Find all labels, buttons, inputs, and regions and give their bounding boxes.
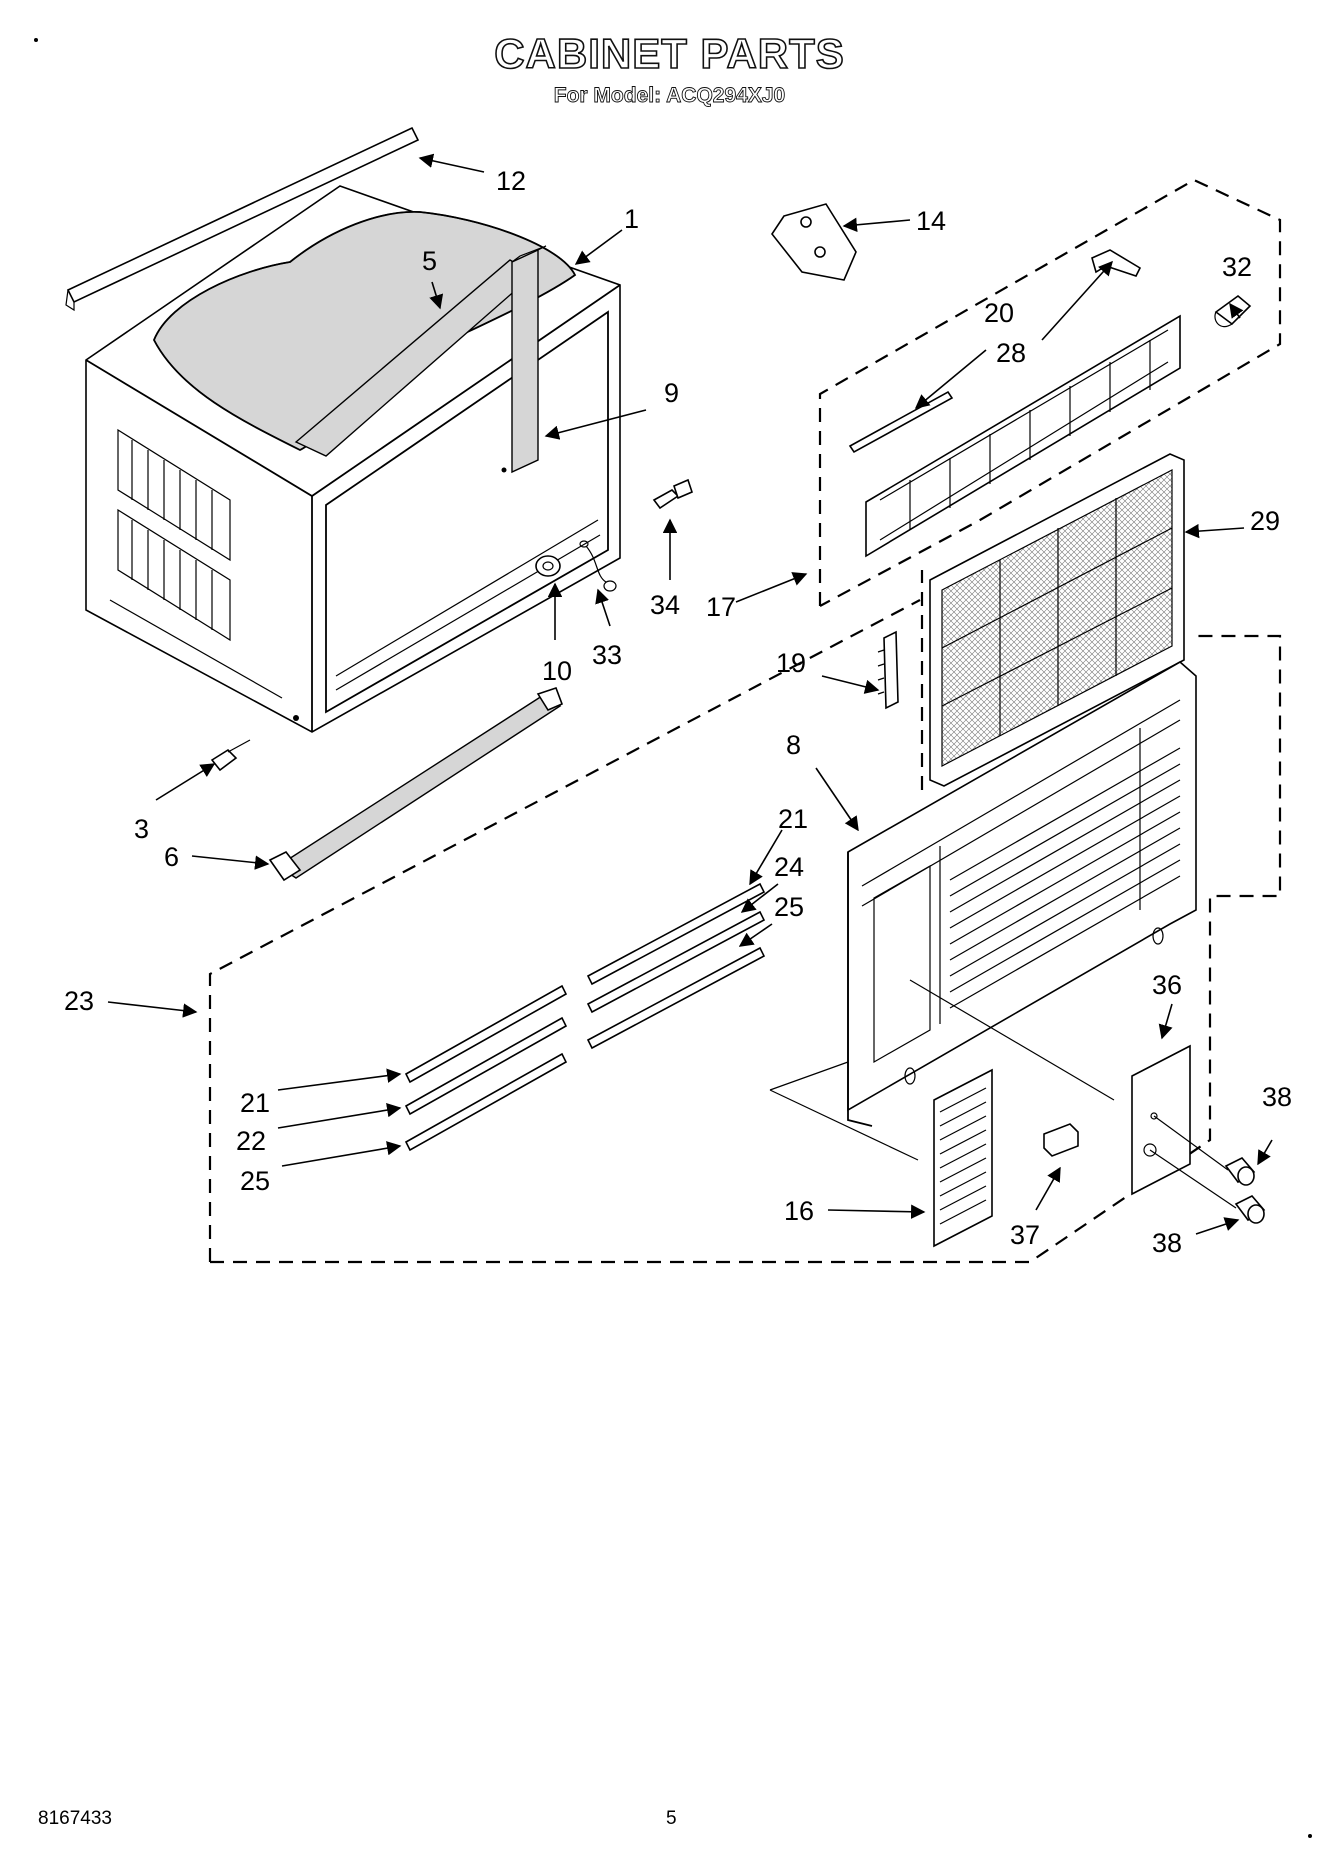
part-34-screw <box>652 478 693 510</box>
part-25-strip-upper <box>586 946 766 1050</box>
callout-21-upper: 21 <box>778 804 808 834</box>
part-16-side-louver <box>933 1068 993 1248</box>
callout-25-upper: 25 <box>774 892 804 922</box>
callout-17: 17 <box>706 592 736 622</box>
callout-23: 23 <box>64 986 94 1016</box>
part-19-hinge <box>877 630 899 710</box>
callout-19: 19 <box>776 648 806 678</box>
corner-mark <box>34 38 38 42</box>
callout-9: 9 <box>664 378 679 408</box>
callout-24: 24 <box>774 852 804 882</box>
page-title: CABINET PARTS <box>493 29 845 78</box>
part-28-bracket <box>1091 249 1142 277</box>
part-14-clip <box>771 203 857 281</box>
part-6-bracket <box>268 686 564 882</box>
callout-32: 32 <box>1222 252 1252 282</box>
part-3-screw <box>210 739 251 772</box>
part-24-strip <box>586 910 766 1014</box>
callout-28: 28 <box>996 338 1026 368</box>
part-9-foam-block <box>511 245 547 474</box>
callout-38-lower: 38 <box>1152 1228 1182 1258</box>
callout-6: 6 <box>164 842 179 872</box>
part-17-group-outline <box>818 178 1282 607</box>
callout-34: 34 <box>650 590 680 620</box>
part-10-nut <box>535 555 561 577</box>
callout-37: 37 <box>1010 1220 1040 1250</box>
callout-1: 1 <box>624 204 639 234</box>
callout-21-lower: 21 <box>240 1088 270 1118</box>
callout-3: 3 <box>134 814 149 844</box>
callout-10: 10 <box>542 656 572 686</box>
part-38-knob-lower <box>1234 1195 1266 1224</box>
callout-29: 29 <box>1250 506 1280 536</box>
part-37-block <box>1043 1123 1079 1157</box>
callout-25-lower: 25 <box>240 1166 270 1196</box>
part-1-cabinet <box>85 185 621 733</box>
part-12-top-rail <box>65 126 420 312</box>
callout-20: 20 <box>984 298 1014 328</box>
part-20-rod <box>848 390 954 454</box>
part-22-strip <box>404 1016 568 1116</box>
callout-labels: 12 1 5 9 34 10 33 3 6 14 20 28 32 29 17 … <box>64 166 1292 1258</box>
part-25-strip-lower <box>404 1052 568 1152</box>
part-23-group-outline <box>208 599 1282 1264</box>
callout-36: 36 <box>1152 970 1182 1000</box>
part-29-filter <box>920 453 1185 790</box>
part-8-front-grille <box>769 661 1197 1161</box>
part-36-panel <box>1131 1044 1237 1209</box>
doc-number: 8167433 <box>38 1808 112 1829</box>
corner-mark <box>1308 1834 1312 1838</box>
part-32-clip <box>1214 294 1252 328</box>
callout-33: 33 <box>592 640 622 670</box>
callout-8: 8 <box>786 730 801 760</box>
part-21-strip-upper <box>586 882 766 986</box>
leader-arrows <box>107 153 1273 1235</box>
callout-12: 12 <box>496 166 526 196</box>
callout-14: 14 <box>916 206 946 236</box>
part-33-clip <box>579 540 617 592</box>
callout-5: 5 <box>422 246 437 276</box>
part-17-louver-frame <box>865 314 1181 558</box>
page-number: 5 <box>666 1808 677 1829</box>
callout-16: 16 <box>784 1196 814 1226</box>
callout-38-upper: 38 <box>1262 1082 1292 1112</box>
part-38-knob-upper <box>1224 1157 1256 1186</box>
page-subtitle: For Model: ACQ294XJ0 <box>553 84 786 108</box>
part-21-strip-lower <box>404 984 568 1084</box>
callout-22: 22 <box>236 1126 266 1156</box>
